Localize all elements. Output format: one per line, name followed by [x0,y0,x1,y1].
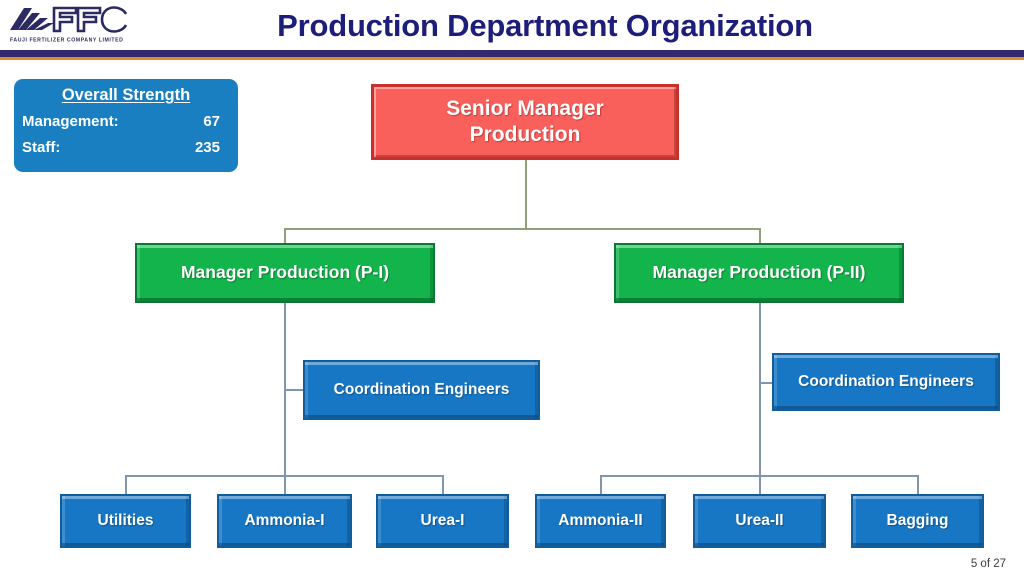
node-unit-utilities-label: Utilities [97,511,154,529]
overall-strength-box: Overall Strength Management: 67 Staff: 2… [14,79,238,172]
ffc-logo: FAUJI FERTILIZER COMPANY LIMITED [8,4,132,48]
strength-value-management: 67 [203,113,220,130]
connector-left-unit-drop-1 [284,475,286,494]
page-number: 5 of 27 [970,558,1006,570]
node-coordination-left-label: Coordination Engineers [333,380,510,398]
strength-label-staff: Staff: [22,139,61,156]
node-unit-ammonia-1[interactable]: Ammonia-I [217,494,352,548]
connector-left-unit-drop-0 [125,475,127,494]
node-manager-p2-label: Manager Production (P-II) [652,262,866,283]
connector-left-spine [284,303,286,475]
connector-left-unit-drop-2 [442,475,444,494]
connector-right-unit-drop-1 [759,475,761,494]
node-coordination-engineers-left[interactable]: Coordination Engineers [303,360,540,420]
overall-strength-title: Overall Strength [61,86,191,104]
strength-value-staff: 235 [194,139,220,156]
node-unit-bagging[interactable]: Bagging [851,494,984,548]
strength-label-management: Management: [22,113,119,130]
node-unit-ammonia-2[interactable]: Ammonia-II [535,494,666,548]
header-divider-navy [0,50,1024,57]
node-unit-bagging-label: Bagging [886,511,949,529]
node-coordination-right-label: Coordination Engineers [798,372,974,390]
node-manager-production-p2[interactable]: Manager Production (P-II) [614,243,904,303]
connector-left-coordination-stub [286,389,304,391]
ffc-logo-mark [10,6,128,33]
page-title: Production Department Organization [277,8,813,43]
connector-manager-left-drop [284,228,286,243]
strength-row-management: Management: 67 [14,113,238,135]
node-manager-production-p1[interactable]: Manager Production (P-I) [135,243,435,303]
node-unit-ammonia-2-label: Ammonia-II [558,511,643,529]
node-senior-manager-line1: Senior Manager [446,97,604,121]
node-coordination-engineers-right[interactable]: Coordination Engineers [772,353,1000,411]
node-unit-urea-2-label: Urea-II [735,511,784,529]
node-unit-ammonia-1-label: Ammonia-I [244,511,325,529]
node-unit-urea-1[interactable]: Urea-I [376,494,509,548]
node-senior-manager-line2: Production [469,123,581,146]
header-divider-gold [0,57,1024,60]
ffc-logo-subtitle: FAUJI FERTILIZER COMPANY LIMITED [10,37,124,44]
connector-right-coordination-stub [761,382,775,384]
connector-right-unit-drop-2 [917,475,919,494]
connector-right-unit-drop-0 [600,475,602,494]
node-manager-p1-label: Manager Production (P-I) [180,262,390,283]
node-unit-urea-2[interactable]: Urea-II [693,494,826,548]
strength-row-staff: Staff: 235 [14,139,238,161]
connector-manager-bus [284,228,761,230]
node-unit-utilities[interactable]: Utilities [60,494,191,548]
node-senior-manager-production[interactable]: Senior Manager Production [371,84,679,160]
node-unit-urea-1-label: Urea-I [420,511,465,529]
connector-right-spine [759,303,761,475]
connector-root-stem [525,160,527,229]
connector-manager-right-drop [759,228,761,243]
